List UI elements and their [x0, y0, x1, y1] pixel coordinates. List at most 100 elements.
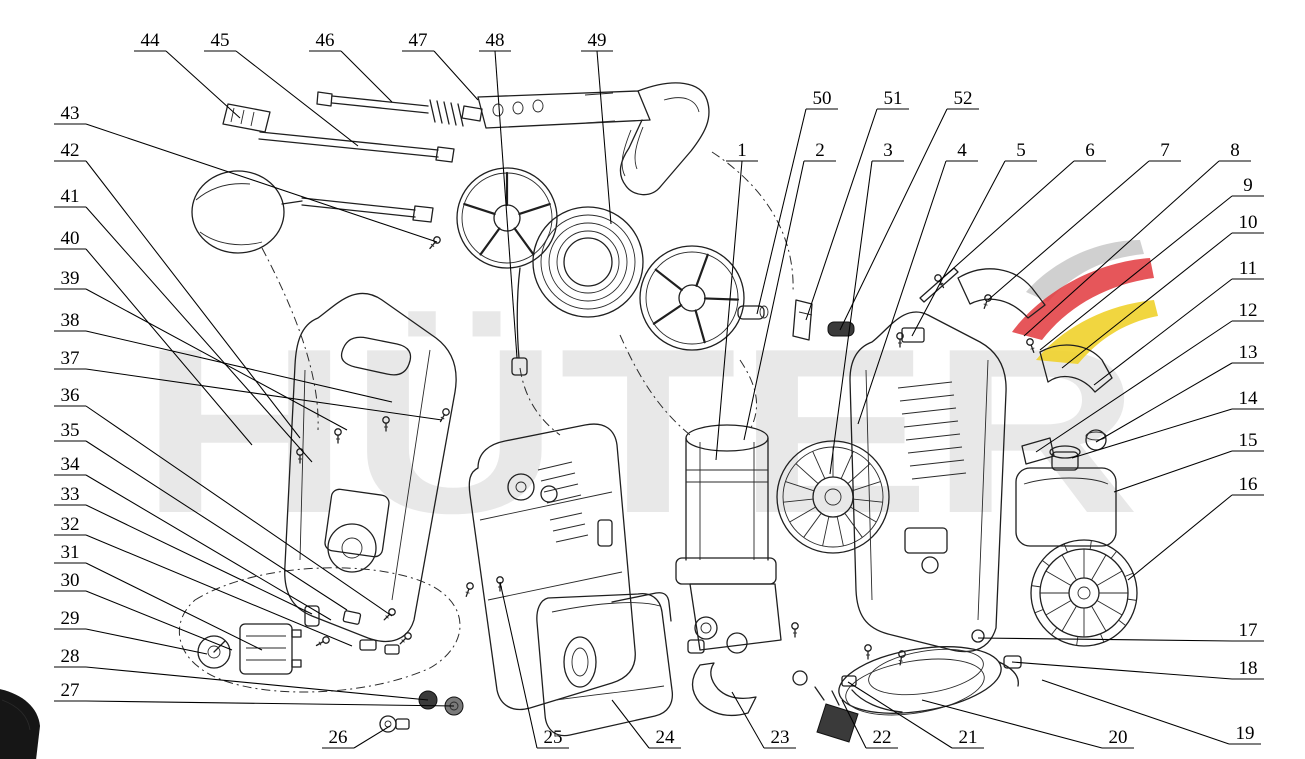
assembly-guides [261, 247, 758, 436]
callout-leader-10 [1061, 232, 1233, 369]
callout-leader-46 [340, 50, 393, 103]
callout-30: 30 [61, 570, 80, 591]
callout-38: 38 [61, 310, 80, 331]
callout-6: 6 [1085, 140, 1095, 161]
callout-35: 35 [61, 420, 80, 441]
reel-hose-end [511, 267, 528, 376]
callout-27: 27 [61, 680, 80, 701]
callout-leader-9 [1039, 195, 1233, 351]
callout-31: 31 [61, 542, 80, 563]
callout-leader-26 [353, 725, 391, 749]
callout-leader-33 [85, 504, 313, 615]
callout-leader-6 [937, 160, 1075, 283]
callout-leader-24 [611, 699, 650, 749]
callout-leader-40 [85, 248, 253, 446]
callout-21: 21 [959, 727, 978, 748]
callout-leader-11 [1093, 278, 1233, 386]
callout-18: 18 [1239, 658, 1258, 679]
callout-leader-19 [1041, 679, 1230, 745]
callout-8: 8 [1230, 140, 1240, 161]
callout-10: 10 [1239, 212, 1258, 233]
callout-48: 48 [486, 30, 505, 51]
hose-coil [532, 206, 644, 318]
callout-leader-14 [1071, 408, 1233, 459]
motor-pump [675, 424, 782, 717]
spray-gun [477, 82, 710, 196]
callout-29: 29 [61, 608, 80, 629]
callout-leader-52 [839, 108, 948, 331]
callout-11: 11 [1239, 258, 1257, 279]
callout-26: 26 [329, 727, 348, 748]
callout-leader-3 [829, 160, 873, 475]
callout-50: 50 [813, 88, 832, 109]
callout-51: 51 [884, 88, 903, 109]
callout-leader-48 [494, 50, 518, 359]
callout-leader-4 [857, 160, 947, 425]
callout-17: 17 [1239, 620, 1258, 641]
callout-leader-12 [1035, 320, 1233, 453]
callout-5: 5 [1016, 140, 1026, 161]
lance-lower [222, 103, 455, 163]
callout-leader-30 [85, 590, 233, 651]
callout-36: 36 [61, 385, 80, 406]
callout-15: 15 [1239, 430, 1258, 451]
callout-33: 33 [61, 484, 80, 505]
callout-7: 7 [1160, 140, 1170, 161]
callout-leader-50 [756, 108, 807, 315]
callout-leader-16 [1127, 494, 1233, 581]
handle-brackets [901, 267, 1113, 465]
fan-wheel [776, 440, 890, 554]
watermark: HÜTER [140, 240, 1158, 562]
callout-leader-45 [235, 50, 359, 147]
callout-19: 19 [1236, 723, 1255, 744]
callout-28: 28 [61, 646, 80, 667]
callout-20: 20 [1109, 727, 1128, 748]
callout-leader-25 [499, 581, 538, 749]
wheel [1030, 539, 1138, 647]
callout-1: 1 [737, 140, 747, 161]
callout-leader-47 [433, 50, 479, 101]
callout-leader-29 [85, 628, 208, 655]
callout-41: 41 [61, 186, 80, 207]
callout-leader-22 [841, 699, 867, 749]
callout-23: 23 [771, 727, 790, 748]
front-lower-panel [536, 592, 674, 737]
callout-34: 34 [61, 454, 81, 475]
callout-leader-36 [85, 405, 393, 617]
callout-leader-20 [921, 699, 1103, 749]
callout-leader-23 [731, 691, 765, 749]
callout-leader-13 [1095, 362, 1233, 443]
callout-leader-39 [85, 288, 348, 431]
callout-leader-37 [85, 368, 443, 421]
callout-leader-42 [85, 160, 301, 439]
callout-4: 4 [957, 140, 967, 161]
hose-reel-disc-right [639, 245, 745, 351]
callout-37: 37 [61, 348, 80, 369]
callout-13: 13 [1239, 342, 1258, 363]
callout-43: 43 [61, 103, 80, 124]
callout-32: 32 [61, 514, 80, 535]
callout-leader-41 [85, 206, 313, 463]
callout-39: 39 [61, 268, 80, 289]
callout-leader-15 [1113, 450, 1233, 493]
front-body [468, 423, 636, 711]
hose-reel-disc-left [456, 167, 558, 269]
callout-9: 9 [1243, 175, 1253, 196]
watermark-text: HÜTER [140, 299, 1140, 562]
callout-leader-18 [1011, 661, 1233, 680]
callout-leader-31 [85, 562, 263, 651]
callout-leader-44 [165, 50, 241, 119]
left-housing-panel [284, 292, 457, 643]
callout-leader-2 [743, 160, 805, 441]
detergent-tank [1015, 429, 1117, 547]
callout-leader-5 [911, 160, 1006, 337]
callout-leader-7 [987, 160, 1150, 301]
switch-assembly [179, 567, 461, 693]
callout-52: 52 [954, 88, 973, 109]
lance-upper [316, 91, 483, 127]
callout-leader-21 [847, 681, 953, 749]
callout-leader-28 [85, 666, 429, 701]
